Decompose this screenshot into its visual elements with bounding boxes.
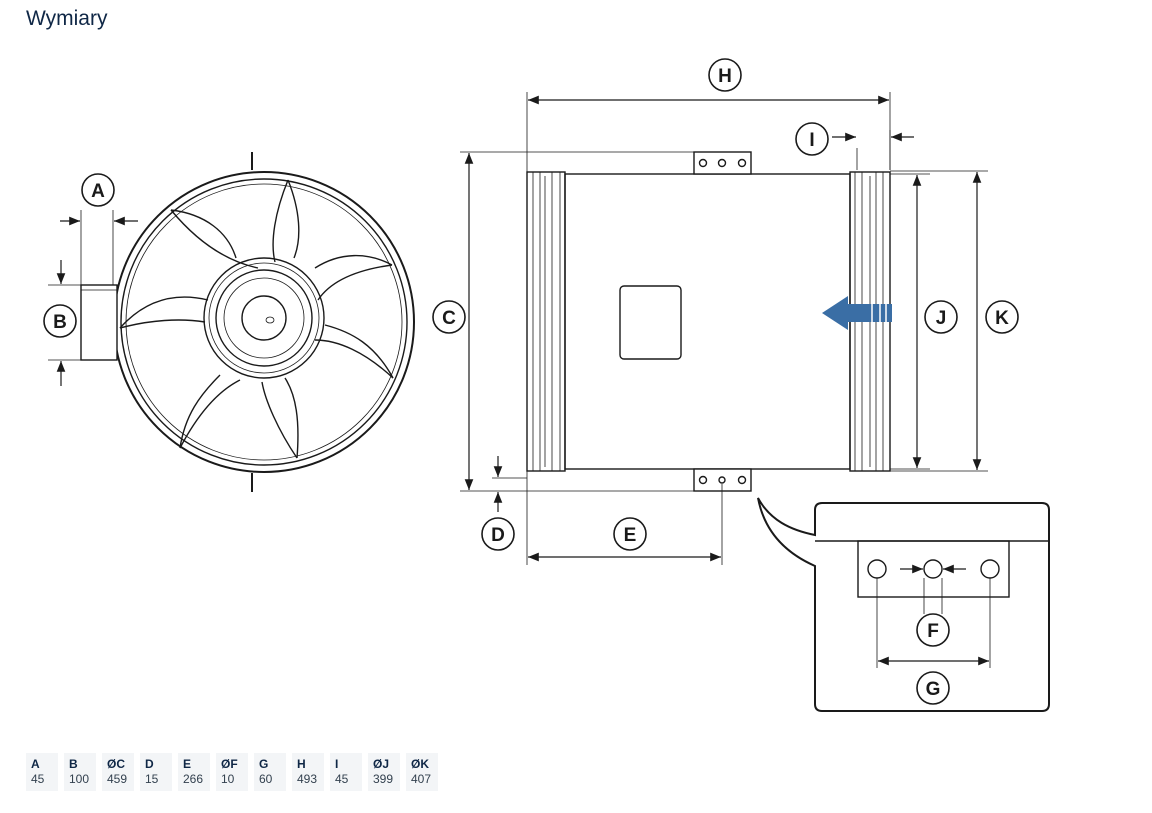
label-d: D: [491, 525, 505, 546]
label-c: C: [442, 308, 456, 329]
dimension-drawing: A B: [43, 58, 1050, 712]
dimension-d: [481, 456, 527, 551]
dimension-key: G: [259, 757, 269, 771]
dimension-key: ØJ: [373, 757, 390, 771]
dimension-value: 399: [373, 772, 394, 786]
dimension-a: [60, 173, 138, 285]
dimension-value: 407: [411, 772, 432, 786]
label-g: G: [926, 679, 941, 700]
label-k: K: [995, 308, 1009, 329]
dimension-value: 15: [145, 772, 159, 786]
dimension-value: 100: [69, 772, 90, 786]
front-view: [80, 152, 415, 492]
dimension-value: 459: [107, 772, 128, 786]
page-title: Wymiary: [26, 7, 108, 30]
label-j: J: [936, 308, 947, 329]
detail-callout: [757, 497, 1050, 712]
dimension-key: ØC: [107, 757, 125, 771]
dimension-key: D: [145, 757, 154, 771]
dimension-key: ØF: [221, 757, 238, 771]
dimension-key: A: [31, 757, 40, 771]
label-f: F: [927, 621, 939, 642]
label-e: E: [624, 525, 637, 546]
label-h: H: [718, 66, 732, 87]
dimension-e: [528, 484, 723, 565]
dimension-j: [890, 173, 958, 470]
dimension-h: [526, 58, 891, 565]
dimension-value: 10: [221, 772, 235, 786]
dimension-c: [432, 151, 694, 492]
dimension-key: ØK: [411, 757, 429, 771]
dimension-value: 266: [183, 772, 204, 786]
dimension-k: [890, 170, 1019, 472]
airflow-arrow: [822, 296, 892, 330]
label-i: I: [809, 130, 814, 151]
dimension-key: H: [297, 757, 306, 771]
dimension-b: [43, 260, 81, 386]
dimension-key: B: [69, 757, 78, 771]
dimension-key: I: [335, 757, 339, 771]
dimension-key: E: [183, 757, 192, 771]
dimension-value: 60: [259, 772, 273, 786]
label-a: A: [91, 181, 105, 202]
dimension-value: 493: [297, 772, 318, 786]
dimension-value: 45: [335, 772, 349, 786]
label-b: B: [53, 312, 67, 333]
dimension-i: [795, 122, 914, 170]
dimension-value: 45: [31, 772, 45, 786]
